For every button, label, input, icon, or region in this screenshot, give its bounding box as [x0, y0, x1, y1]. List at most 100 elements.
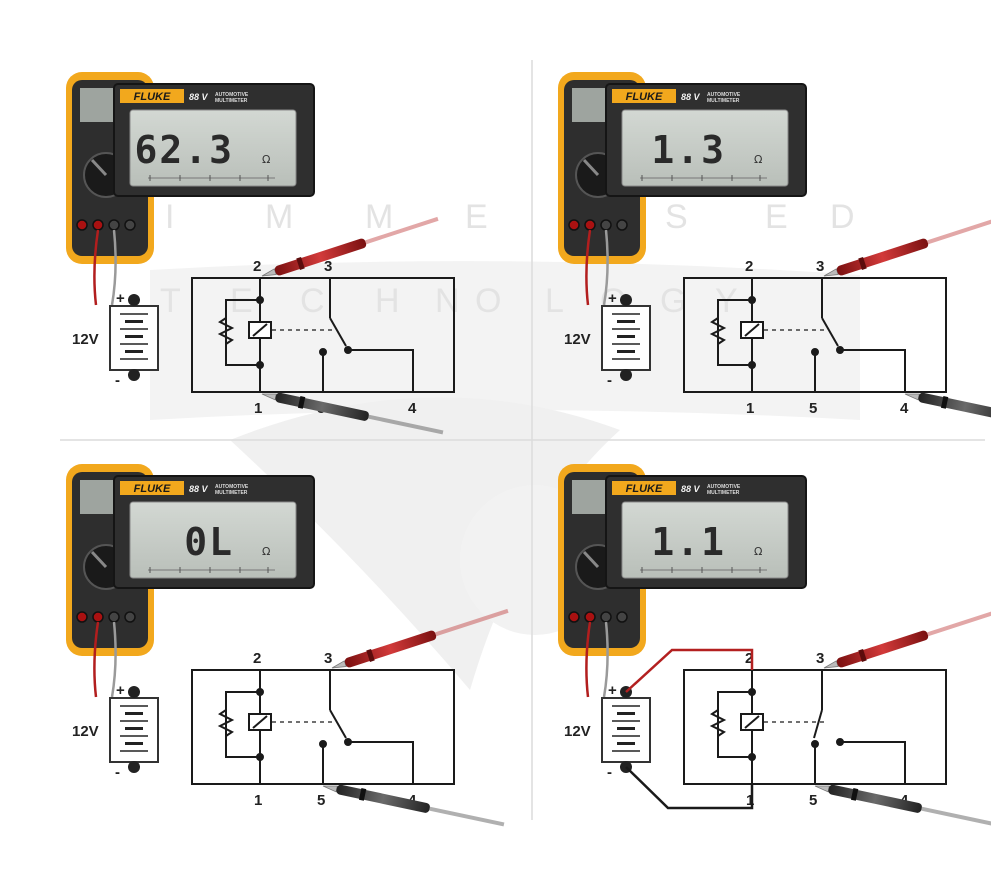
- battery: +-12V: [72, 682, 159, 781]
- input-jack: [600, 611, 612, 623]
- pin-label-2: 2: [253, 258, 261, 275]
- battery: +-12V: [564, 290, 651, 389]
- coil-diagonal: [744, 715, 760, 729]
- model-sub-1: AUTOMOTIVE: [215, 484, 249, 490]
- red-probe: [331, 608, 509, 669]
- pin-label-1: 1: [254, 792, 262, 809]
- red-test-lead: [93, 621, 100, 698]
- black-probe-tip: [322, 785, 338, 793]
- input-jack: [616, 219, 628, 231]
- red-probe-grip-ring: [296, 257, 305, 270]
- battery-plus-label: +: [116, 682, 125, 699]
- resistor-symbol: [217, 317, 235, 345]
- positive-jumper: [625, 648, 754, 693]
- red-test-lead: [93, 229, 100, 306]
- brand-name: FLUKE: [626, 91, 663, 103]
- black-probe-handle: [336, 784, 430, 813]
- relay-schematic: [191, 669, 455, 785]
- pin-label-3: 3: [816, 650, 824, 667]
- dial-pointer: [90, 550, 108, 569]
- watermark-letter: E: [765, 198, 788, 236]
- resistor-symbol: [709, 709, 727, 737]
- pin-label-4: 4: [900, 400, 909, 417]
- coil-diagonal: [252, 323, 268, 337]
- dial-pointer: [582, 158, 600, 177]
- input-jack: [584, 611, 596, 623]
- battery-plus-label: +: [608, 290, 617, 307]
- red-probe-handle: [836, 238, 929, 276]
- black-probe-cable: [429, 806, 505, 827]
- ohm-unit-symbol: Ω: [754, 545, 762, 558]
- pin-label-5: 5: [809, 400, 817, 417]
- red-probe-grip-ring: [858, 257, 867, 270]
- red-probe-handle: [274, 238, 367, 276]
- red-probe: [823, 216, 991, 277]
- input-jack: [616, 611, 628, 623]
- brand-plate: [120, 89, 184, 103]
- switch-arm: [813, 709, 823, 739]
- black-test-lead: [602, 621, 609, 698]
- battery-positive-terminal: [128, 686, 140, 698]
- black-probe: [261, 392, 444, 435]
- pin-label-5: 5: [317, 792, 325, 809]
- watermark-letters-top: IMMERSED: [165, 198, 855, 236]
- pin-label-2: 2: [745, 650, 753, 667]
- meter-lcd: [621, 109, 789, 187]
- battery: +-12V: [564, 682, 651, 781]
- black-probe: [814, 784, 991, 827]
- battery-voltage-label: 12V: [72, 331, 99, 348]
- red-probe: [823, 608, 991, 669]
- meter-reading: 0L: [184, 520, 234, 564]
- watermark-letter: S: [665, 198, 688, 236]
- battery-plus-label: +: [608, 682, 617, 699]
- red-probe-grip-ring: [366, 649, 375, 662]
- black-probe-cable: [921, 806, 991, 827]
- red-probe-cable: [927, 216, 991, 245]
- battery-minus-label: -: [115, 372, 120, 389]
- junction-dot: [256, 688, 264, 696]
- pin-label-2: 2: [745, 258, 753, 275]
- model-sub-2: MULTIMETER: [215, 98, 248, 104]
- input-jack: [92, 219, 104, 231]
- black-probe-grip-ring: [358, 788, 367, 801]
- relay-schematic: [683, 669, 947, 785]
- model-number: 88 V: [189, 92, 209, 102]
- ohm-unit-symbol: Ω: [262, 153, 270, 166]
- black-probe-grip-ring: [297, 396, 306, 409]
- brand-name: FLUKE: [134, 91, 171, 103]
- black-probe-grip-ring: [850, 788, 859, 801]
- watermark-letter: G: [660, 282, 686, 320]
- watermark-letter: L: [545, 282, 564, 320]
- black-probe-grip-ring: [940, 396, 949, 409]
- model-sub-1: AUTOMOTIVE: [215, 92, 249, 98]
- meter-lcd: [621, 501, 789, 579]
- no-lead: [348, 349, 414, 392]
- junction-dot: [256, 753, 264, 761]
- battery-voltage-label: 12V: [564, 723, 591, 740]
- black-probe-handle: [275, 392, 369, 421]
- no-lead: [840, 349, 906, 392]
- coil-diagonal: [252, 715, 268, 729]
- watermark-letter: T: [160, 282, 181, 320]
- brand-name: FLUKE: [626, 483, 663, 495]
- junction-dot: [748, 753, 756, 761]
- brand-plate: [612, 89, 676, 103]
- model-number: 88 V: [681, 484, 701, 494]
- red-probe-cable: [927, 608, 991, 637]
- battery-negative-terminal: [128, 761, 140, 773]
- black-test-lead: [110, 229, 117, 306]
- battery-minus-label: -: [115, 764, 120, 781]
- input-jack: [600, 219, 612, 231]
- red-probe-handle: [344, 630, 437, 668]
- red-probe-tip: [261, 268, 277, 277]
- input-jack: [76, 611, 88, 623]
- dial-pointer: [582, 550, 600, 569]
- red-test-lead: [585, 229, 592, 306]
- battery-negative-terminal: [128, 369, 140, 381]
- junction-dot: [748, 688, 756, 696]
